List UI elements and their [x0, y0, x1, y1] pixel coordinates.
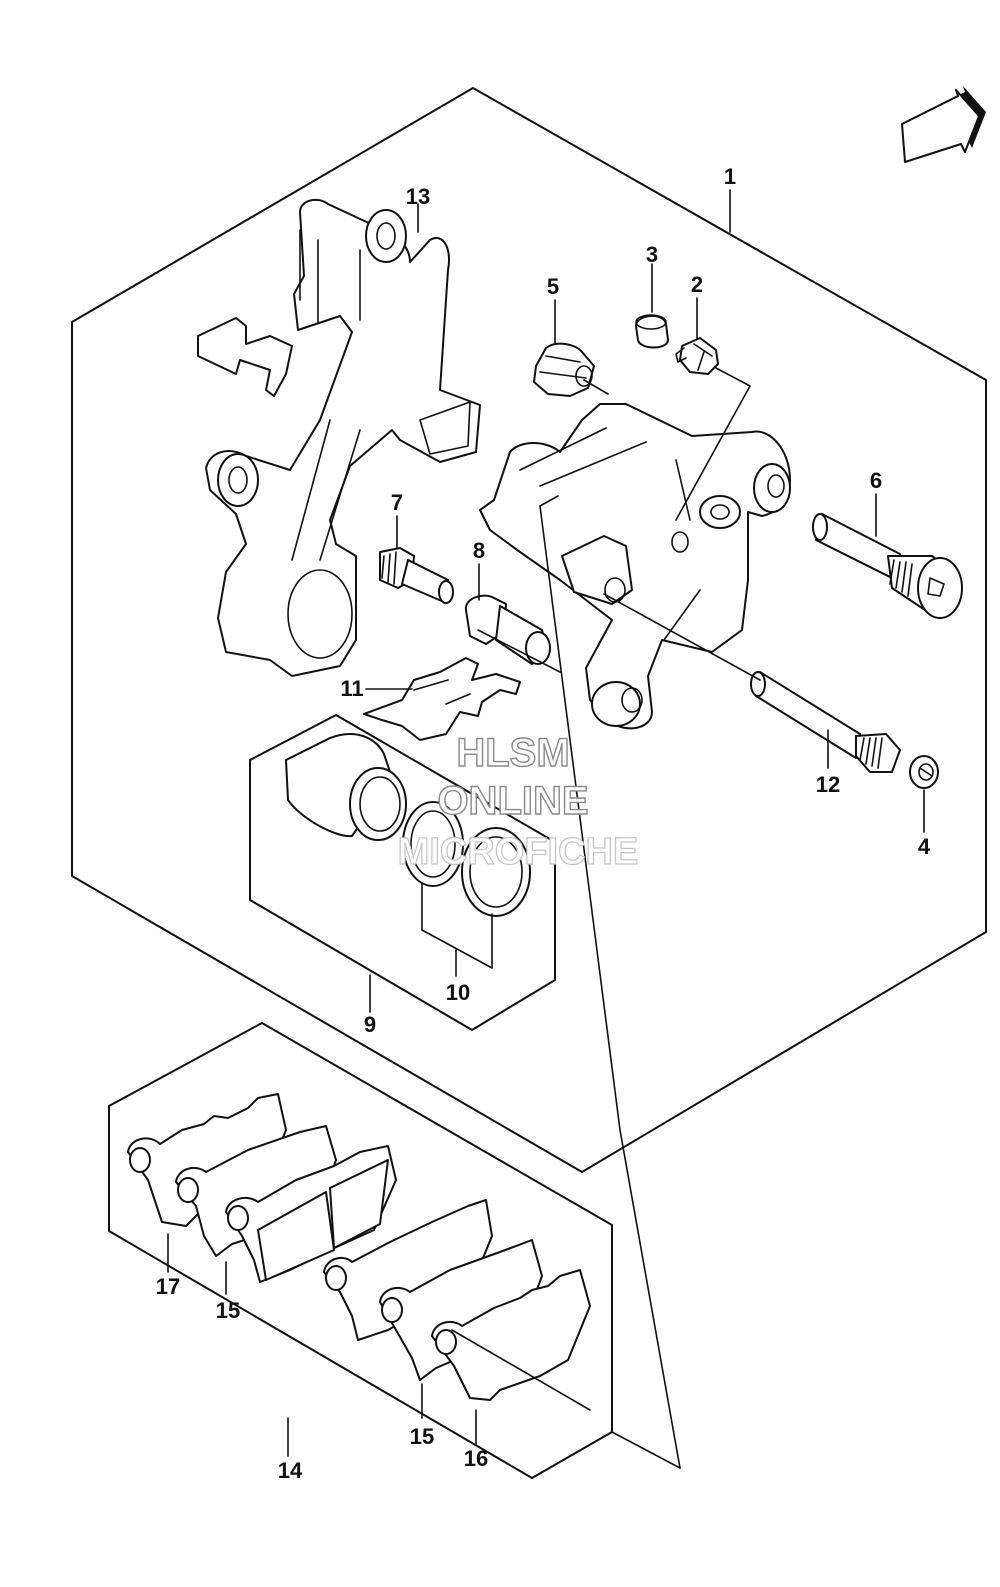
kit-boundary-9	[249, 714, 556, 1031]
dust-seal	[461, 827, 531, 917]
brake-pad-front	[225, 1145, 397, 1283]
slide-pin-12	[750, 671, 901, 773]
callout-6: 6	[870, 468, 882, 493]
callout-7: 7	[391, 490, 403, 515]
callout-10: 10	[446, 980, 470, 1005]
caliper-piston	[285, 733, 407, 841]
callout-5: 5	[547, 274, 559, 299]
mounting-bolt-7	[379, 547, 454, 604]
callout-11: 11	[340, 676, 363, 701]
assembly-boundary-1	[71, 87, 987, 1173]
callout-17: 17	[156, 1274, 180, 1299]
callout-15-rear: 15	[410, 1424, 434, 1449]
callout-12: 12	[816, 772, 840, 797]
piston-seal	[402, 801, 464, 887]
callout-14: 14	[278, 1458, 303, 1483]
callout-4: 4	[918, 834, 931, 859]
callout-8: 8	[473, 538, 485, 563]
leader-lines	[167, 189, 925, 1469]
caliper-bracket	[205, 198, 481, 677]
watermark-line-1: HLSM	[456, 731, 569, 775]
caliper-body	[479, 403, 791, 730]
pad-set-boundary-14	[108, 1022, 613, 1479]
callout-2: 2	[691, 272, 703, 297]
fwd-arrow-icon: FWD	[901, 86, 986, 163]
brake-pad-rear	[323, 1199, 493, 1341]
pin-boot	[533, 342, 595, 397]
callout-9: 9	[364, 1012, 376, 1037]
slide-pin-6	[812, 513, 963, 619]
callout-3: 3	[646, 242, 658, 267]
callout-15-front: 15	[216, 1298, 240, 1323]
callout-labels: 1 2 3 4 5 6 7 8 9 10 11 12 13 14 15 15 1…	[156, 164, 931, 1483]
callout-13: 13	[406, 184, 430, 209]
pad-shim-16	[431, 1269, 591, 1401]
callout-1: 1	[724, 164, 736, 189]
watermark-line-2: ONLINE	[437, 779, 588, 823]
pad-shim-15-front	[175, 1125, 337, 1257]
bracket-retainer-clip	[197, 317, 293, 397]
watermark: HLSM ONLINE MICROFICHE	[397, 730, 639, 873]
watermark-line-3: MICROFICHE	[398, 831, 639, 873]
bleeder-screw	[675, 337, 719, 375]
callout-16: 16	[464, 1446, 488, 1471]
pin-plug	[909, 755, 939, 789]
bleeder-cap	[635, 314, 669, 349]
pad-spring	[363, 657, 521, 741]
pad-shim-15-rear	[379, 1239, 543, 1381]
